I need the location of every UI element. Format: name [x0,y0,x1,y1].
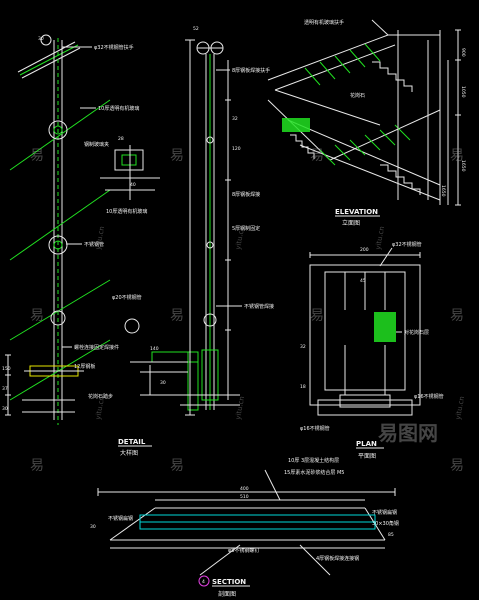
dim-d25: 30 [90,524,96,530]
watermark-char-8: 易 [450,308,464,324]
label-steel-tube-top: φ32不锈钢管扶手 [94,44,134,51]
detail-title-cn: 大样图 [120,449,138,457]
label-clamp-steel: 钢制玻璃夹 [84,141,109,148]
section-marker-icon [198,575,210,587]
watermark-char-10: 易 [170,458,184,474]
label-sec-right2: 30×30角钢 [372,520,399,527]
dim-d20: 32 [300,344,306,350]
watermark-char-11: 易 [450,458,464,474]
label-steel-weld: 不锈钢管焊接 [244,303,274,310]
label-sec-left: 不锈钢扁钢 [108,515,133,522]
dim-d1: 30 [38,36,44,42]
label-sec-bot1: φ8不锈钢螺钉 [228,547,259,554]
dim-d19: 30 [160,380,166,386]
label-elev-glass: 透明有机玻璃扶手 [304,19,344,26]
section-title-cn: 剖面图 [218,590,236,598]
elevation-title-en: ELEVATION [335,208,378,216]
dim-d18: 140 [150,346,159,352]
detail-title-en: DETAIL [118,438,146,446]
dim-d2: 52 [193,26,199,32]
section-title-en: SECTION [212,578,246,586]
plan-drawing: 200 32 18 45 φ32不锈钢管 对花岗石层 φ16不锈钢管 φ16不锈… [300,241,444,460]
dim-d15: 150 [2,366,11,372]
dim-d5: 32 [232,116,238,122]
label-marble-step: 花岗石踏步 [88,393,113,400]
label-plan-hatch: 对花岗石层 [404,329,429,336]
dim-d8: 1050 [460,86,466,98]
dim-d4: 40 [130,182,136,188]
watermark-char-7: 易 [310,308,324,324]
dim-d11: 200 [360,247,369,253]
dim-d23: 400 [240,486,249,492]
section-drawing: 10厚 3层混凝土结构层 15厚素水泥砂浆结合层 M5 不锈钢扁钢 不锈钢扁钢 … [90,457,399,598]
detail-drawing: φ32不锈钢管扶手 10厚透明有机玻璃 钢制玻璃夹 10厚透明有机玻璃 不锈钢管… [2,34,199,425]
plan-title-cn: 平面图 [358,453,376,460]
watermark-char-6: 易 [170,308,184,324]
label-bolt: 5厚钢制固定 [232,225,260,232]
section-number: 4 [202,579,205,585]
label-plan-tube: φ32不锈钢管 [392,241,422,248]
dim-d26: 85 [388,532,394,538]
label-plan-right-tube: φ16不锈钢管 [414,393,444,400]
label-sec-bot2: 4厚钢板焊接连接钢 [316,555,359,562]
elevation-title-cn: 立面图 [342,219,360,227]
watermark-brand: 易图网 [378,421,438,445]
dim-d9: 1650 [460,160,466,172]
label-marble-12: 12厚钢板 [74,363,95,370]
label-plate-bolt: 8厚钢板焊接 [232,191,260,198]
label-glass-10b: 10厚透明有机玻璃 [106,208,147,215]
label-glass-10: 10厚透明有机玻璃 [98,105,139,112]
watermark-char-4: 易 [450,148,464,164]
label-tube-steel: 不锈钢管 [84,241,104,248]
dim-d17: 30 [2,406,8,412]
watermark-char-5: 易 [30,308,44,324]
label-sec-1: 10厚 3层混凝土结构层 [288,457,339,464]
dim-d6: 120 [232,146,241,152]
label-sec-2: 15厚素水泥砂浆结合层 M5 [284,469,344,476]
dim-d16: 37 [2,386,8,392]
plan-title-en: PLAN [356,440,377,448]
dim-d24: 510 [240,494,249,500]
watermark-char-9: 易 [30,458,44,474]
dim-d10: 1650 [440,185,446,197]
dim-d21: 18 [300,384,306,390]
side-view-drawing: 8厚钢板焊接扶手 8厚钢板焊接 5厚钢制固定 不锈钢管焊接 52 32 120 [180,26,274,416]
dim-d3: 28 [118,136,124,142]
dim-d7: 900 [460,48,466,57]
watermark-char-2: 易 [170,148,184,164]
label-elev-marble: 花岗石 [350,92,365,99]
label-sec-right1: 不锈钢扁钢 [372,509,397,516]
label-tube-20: φ20不锈钢管 [112,294,142,301]
label-plan-bot-tube: φ16不锈钢管 [300,425,330,432]
dim-d22: 45 [360,278,366,284]
label-expansion-bolt: 螺栓连接固定焊接件 [74,344,119,351]
watermark-char-3: 易 [310,148,324,164]
watermark-char-1: 易 [30,148,44,164]
elevation-drawing: 900 1050 1650 1650 透明有机玻璃扶手 花岗石 ELEVATIO… [267,19,466,227]
label-glass-8-clamp: 8厚钢板焊接扶手 [232,67,270,74]
